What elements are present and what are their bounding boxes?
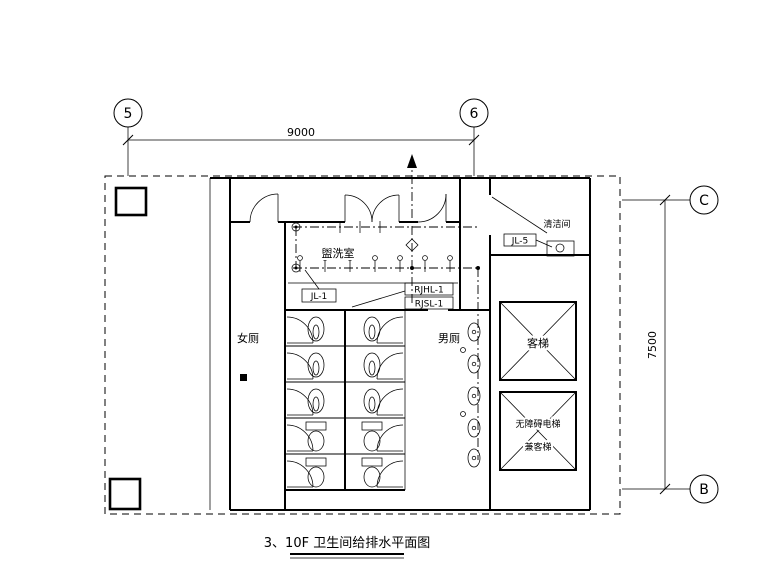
- column-top-left: [114, 186, 148, 217]
- elevator-shaft-accessible: [499, 391, 577, 471]
- dim-tick: [122, 134, 134, 146]
- dimension-9000: 9000: [287, 126, 315, 139]
- main-walls: [209, 177, 591, 511]
- room-label-accessible-elevator-1: 无障碍电梯: [515, 418, 560, 430]
- pipe-label-rjsl1: RJSL-1: [404, 296, 454, 310]
- grid-bubble-5: 5: [113, 98, 143, 176]
- riser-icon: [291, 263, 301, 273]
- pipe-label-jl1: JL-1: [301, 288, 337, 303]
- mop-sink-icon: [546, 240, 575, 257]
- svg-text:RJSL-1: RJSL-1: [415, 300, 443, 310]
- pipe-arrow-icon: [407, 154, 417, 168]
- grid-label-5: 5: [124, 106, 133, 122]
- grid-bubble-6: 6: [459, 98, 489, 176]
- leader-line: [535, 239, 553, 248]
- water-supply-pipes: [291, 154, 553, 460]
- drawing-title: 3、10F 卫生间给排水平面图: [264, 536, 430, 551]
- floor-drain-icon: [460, 411, 466, 417]
- svg-text:JL-5: JL-5: [511, 237, 528, 247]
- floor-drain-icon: [460, 347, 466, 353]
- room-label-cleaning: 清洁间: [543, 218, 570, 230]
- room-label-womens: 女厕: [237, 331, 259, 345]
- right-dimension: 7500: [646, 194, 671, 495]
- dim-tick: [659, 483, 671, 495]
- elevator-shaft-passenger: [499, 301, 577, 381]
- room-label-mens: 男厕: [438, 332, 460, 345]
- room-label-passenger-elevator: 客梯: [527, 336, 549, 350]
- urinal-icons: [460, 322, 481, 468]
- drawing-title-block: 3、10F 卫生间给排水平面图: [264, 536, 430, 559]
- riser-icon: [291, 222, 301, 232]
- valve-icon: [405, 238, 419, 252]
- dim-tick: [468, 134, 480, 146]
- room-label-washroom: 盥洗室: [322, 246, 355, 260]
- dimension-7500: 7500: [646, 331, 659, 359]
- dim-tick: [659, 194, 671, 206]
- cleaning-room-door: [491, 196, 548, 234]
- column-marker: [240, 374, 247, 381]
- pipe-label-rjhl1: RJHL-1: [404, 282, 454, 296]
- grid-bubble-B: B: [622, 474, 719, 504]
- grid-label-C: C: [699, 193, 709, 209]
- pipe-label-jl5: JL-5: [503, 233, 537, 247]
- stall-partitions: [285, 345, 405, 455]
- squat-toilet-icons: [307, 316, 381, 414]
- grid-bubble-C: C: [622, 185, 719, 215]
- svg-text:RJHL-1: RJHL-1: [414, 286, 444, 296]
- toilet-icons: [305, 421, 383, 488]
- room-label-accessible-elevator-2: 兼客梯: [524, 441, 551, 453]
- door-swings: [249, 193, 548, 488]
- leader-line: [304, 269, 320, 290]
- grid-label-B: B: [699, 482, 709, 498]
- top-dimension: 9000: [122, 126, 480, 146]
- column-bottom-left: [108, 477, 142, 511]
- leader-line: [351, 290, 406, 308]
- svg-text:JL-1: JL-1: [310, 292, 327, 302]
- plan-boundary-dashed: [104, 175, 621, 515]
- grid-label-6: 6: [470, 106, 479, 122]
